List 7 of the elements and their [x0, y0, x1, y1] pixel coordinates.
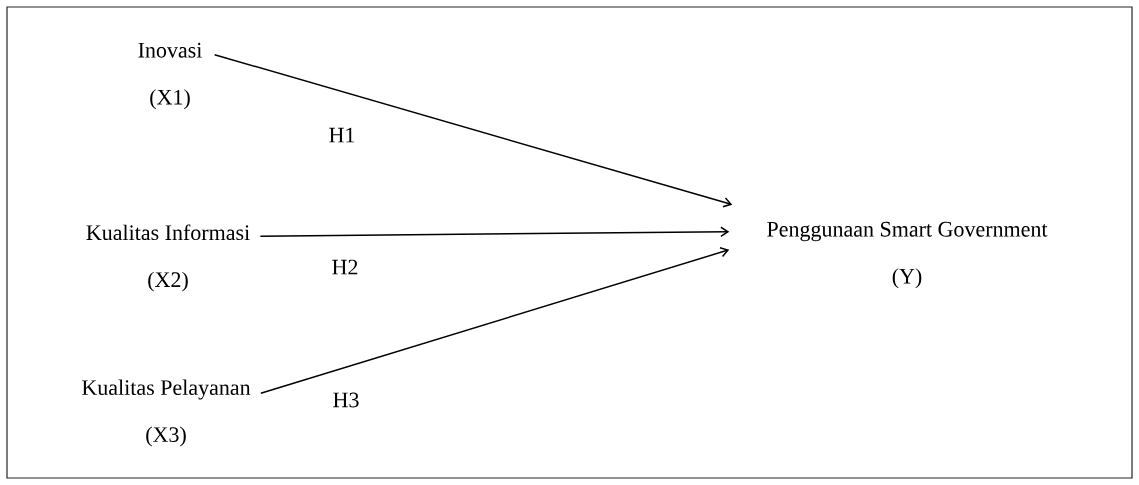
variable-label: Penggunaan Smart Government (Y) [767, 221, 1048, 289]
variable-label: Kualitas Informasi (X2) [86, 224, 250, 292]
variable-label: Kualitas Pelayanan (X3) [82, 379, 251, 447]
arrow [259, 226, 730, 237]
variable-label: Inovasi (X1) [138, 42, 202, 110]
arrow [260, 247, 730, 395]
arrow [213, 53, 733, 208]
